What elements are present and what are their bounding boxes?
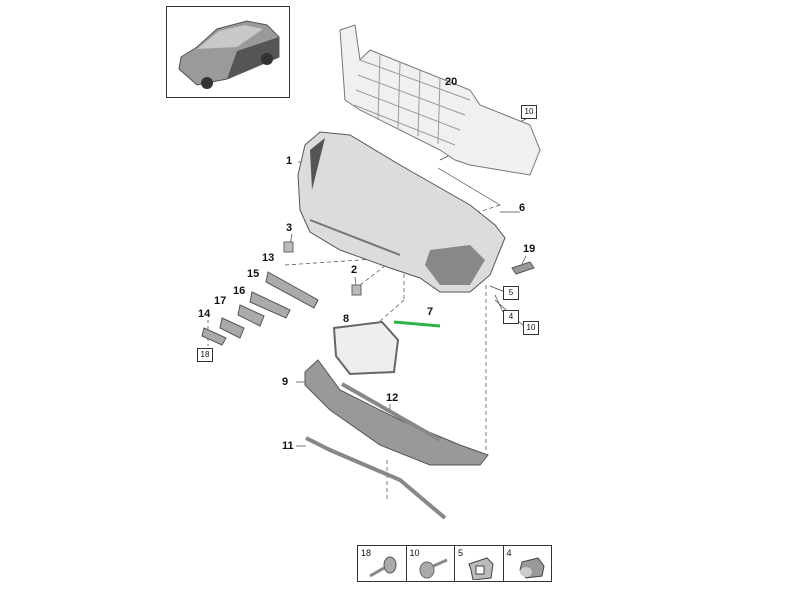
callout-8[interactable]: 8 xyxy=(343,313,350,325)
legend-item-18[interactable]: 18 xyxy=(358,546,407,581)
part-8 xyxy=(332,320,400,376)
expanding-nut-icon xyxy=(518,557,545,579)
callout-13[interactable]: 13 xyxy=(262,252,275,264)
part-17 xyxy=(219,317,245,339)
grille-carrier-part xyxy=(339,24,541,176)
legend-item-4[interactable]: 4 xyxy=(504,546,552,581)
callout-19[interactable]: 19 xyxy=(523,243,536,255)
ref-box-18[interactable]: 18 xyxy=(197,348,213,362)
legend-item-10[interactable]: 10 xyxy=(407,546,455,581)
bumper-cover-part xyxy=(297,131,506,293)
legend-label: 5 xyxy=(458,548,464,558)
callout-7[interactable]: 7 xyxy=(427,306,434,318)
callout-9[interactable]: 9 xyxy=(282,376,289,388)
car-icon xyxy=(178,20,280,89)
legend-item-5[interactable]: 5 xyxy=(455,546,504,581)
legend-label: 10 xyxy=(409,548,420,558)
callout-1[interactable]: 1 xyxy=(286,155,293,167)
callout-15[interactable]: 15 xyxy=(247,268,260,280)
part-19 xyxy=(511,261,535,275)
callout-16[interactable]: 16 xyxy=(233,285,246,297)
screw-icon xyxy=(419,558,448,579)
part-14 xyxy=(201,327,227,346)
vehicle-overview-thumbnail xyxy=(166,6,290,98)
part-11 xyxy=(305,436,447,520)
callout-6[interactable]: 6 xyxy=(519,202,526,214)
callout-3[interactable]: 3 xyxy=(286,222,293,234)
part-9 xyxy=(304,359,489,466)
part-12 xyxy=(341,382,441,442)
legend-label: 4 xyxy=(506,548,512,558)
part-2 xyxy=(351,284,362,296)
ref-box-4[interactable]: 4 xyxy=(503,310,519,324)
clip-nut-icon xyxy=(468,557,494,580)
callout-17[interactable]: 17 xyxy=(214,295,227,307)
callout-14[interactable]: 14 xyxy=(198,308,211,320)
part-3 xyxy=(283,241,294,253)
ref-box-10-bottom[interactable]: 10 xyxy=(523,321,539,335)
callout-2[interactable]: 2 xyxy=(351,264,358,276)
legend-label: 18 xyxy=(361,548,372,558)
part-13 xyxy=(265,271,319,309)
callout-11[interactable]: 11 xyxy=(282,440,294,452)
fastener-legend: 18 10 5 4 xyxy=(357,545,552,582)
ref-box-10-top[interactable]: 10 xyxy=(521,105,537,119)
callout-12[interactable]: 12 xyxy=(386,392,399,404)
callout-20[interactable]: 20 xyxy=(445,76,458,88)
part-16 xyxy=(237,304,265,327)
part-15 xyxy=(249,291,291,319)
part-7-highlighted xyxy=(393,320,441,328)
push-rivet-icon xyxy=(369,556,397,578)
ref-box-5[interactable]: 5 xyxy=(503,286,519,300)
